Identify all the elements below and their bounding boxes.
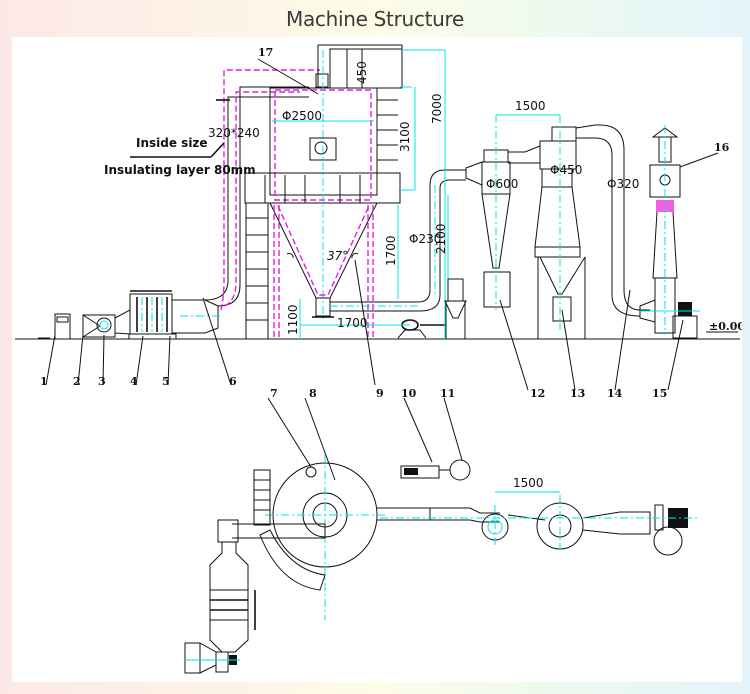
part-label-9: 9 bbox=[376, 387, 384, 400]
dim-cyclone2-diameter: Φ450 bbox=[550, 163, 582, 177]
part-label-3: 3 bbox=[98, 375, 106, 388]
cyclone-separator-2 bbox=[534, 115, 650, 339]
part-label-10: 10 bbox=[401, 387, 417, 400]
part-label-14: 14 bbox=[607, 387, 623, 400]
dim-cyclone1-diameter: Φ600 bbox=[486, 177, 518, 191]
part-label-4: 4 bbox=[130, 375, 138, 388]
part-label-8: 8 bbox=[309, 387, 317, 400]
plan-view bbox=[184, 397, 700, 674]
ground-level-label: ±0.00 bbox=[709, 320, 742, 333]
part-label-1: 1 bbox=[40, 375, 48, 388]
page-title: Machine Structure bbox=[285, 7, 464, 31]
part-label-13: 13 bbox=[570, 387, 585, 400]
cyclone-separator-1 bbox=[465, 114, 560, 310]
outlet-duct bbox=[330, 169, 466, 339]
feed-tank bbox=[444, 278, 467, 339]
dim-cone-height: 1700 bbox=[384, 235, 398, 266]
dim-cyclone-spacing: 1500 bbox=[515, 99, 546, 113]
control-cabinet bbox=[38, 313, 71, 340]
part-label-15: 15 bbox=[652, 387, 667, 400]
dim-outlet-length: 1700 bbox=[337, 316, 368, 330]
part-label-7: 7 bbox=[270, 387, 278, 400]
blower bbox=[82, 309, 131, 338]
dim-tower-diameter: Φ2500 bbox=[282, 109, 322, 123]
part-label-16: 16 bbox=[714, 141, 730, 154]
dim-duct-diameter: Φ230 bbox=[409, 232, 441, 246]
air-heater bbox=[128, 290, 177, 340]
part-label-12: 12 bbox=[530, 387, 545, 400]
drying-tower bbox=[244, 44, 403, 339]
drawing-panel: Inside size 320*240 Insulating layer 80m… bbox=[12, 37, 742, 682]
scrubber-tower bbox=[639, 125, 700, 339]
machine-structure-drawing: Inside size 320*240 Insulating layer 80m… bbox=[15, 44, 742, 674]
dim-base-height: 1100 bbox=[286, 304, 300, 335]
part-label-5: 5 bbox=[162, 375, 170, 388]
inside-size-value: 320*240 bbox=[208, 126, 260, 140]
part-label-11: 11 bbox=[440, 387, 455, 400]
insulating-layer-note: Insulating layer 80mm bbox=[104, 163, 256, 177]
dim-chamber-height: 3100 bbox=[398, 121, 412, 152]
part-label-17: 17 bbox=[258, 46, 273, 59]
dim-total-height: 7000 bbox=[430, 93, 444, 124]
dim-exhaust-diameter: Φ320 bbox=[607, 177, 639, 191]
part-label-2: 2 bbox=[73, 375, 81, 388]
part-label-6: 6 bbox=[229, 375, 237, 388]
dim-top-height: 450 bbox=[355, 61, 369, 84]
dim-duct-height: 2100 bbox=[434, 223, 448, 254]
dim-plan-cyclone-spacing: 1500 bbox=[513, 476, 544, 490]
dim-cone-angle: 37° bbox=[327, 249, 348, 263]
leader-lines bbox=[45, 58, 719, 391]
hot-air-duct bbox=[172, 69, 320, 334]
inside-size-label: Inside size bbox=[136, 136, 208, 150]
